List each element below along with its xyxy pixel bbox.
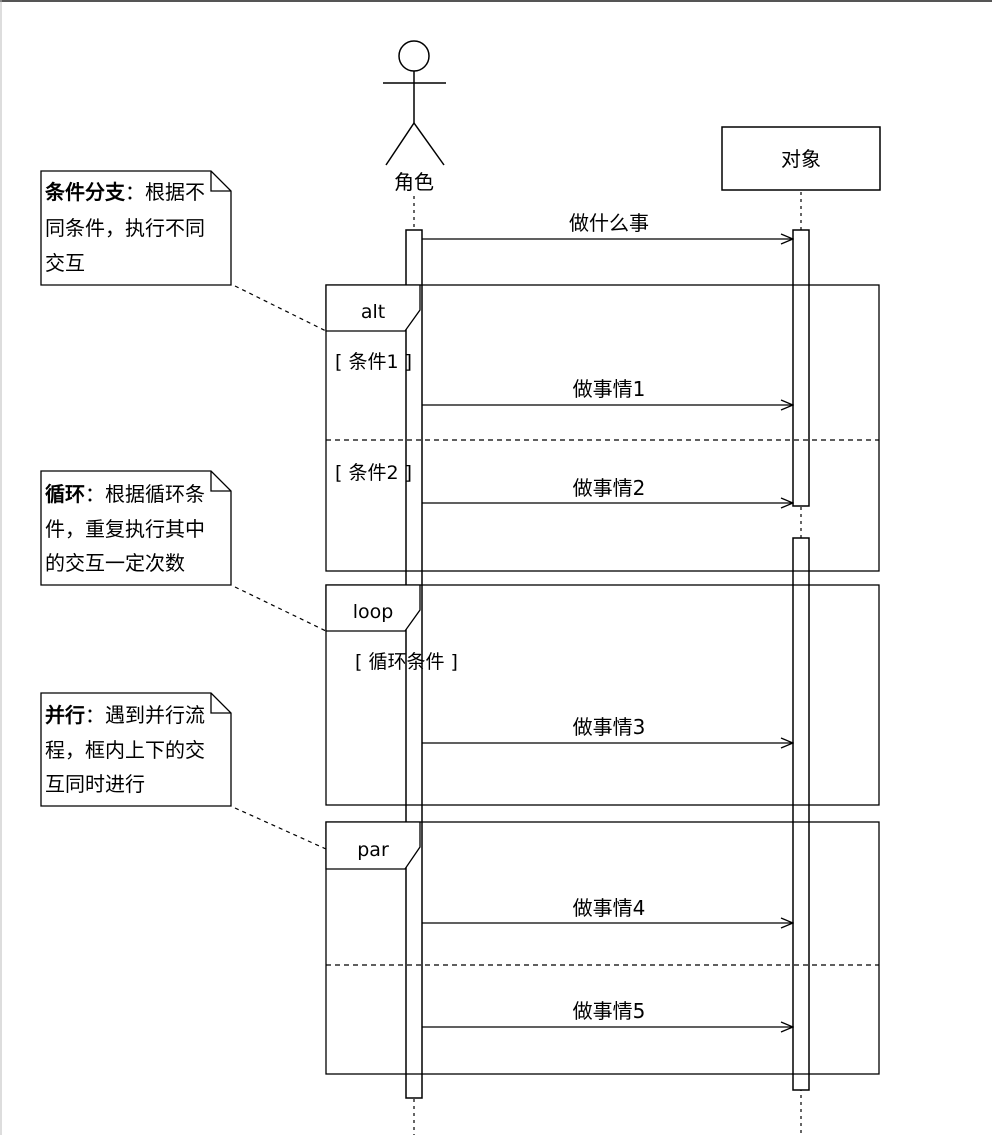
- loop-fragment-frame: [325, 584, 880, 806]
- alt-operator-tab: [325, 284, 421, 332]
- note-par-line-3: 互同时进行: [45, 772, 145, 796]
- note-alt-line-2: 同条件，执行不同: [45, 216, 205, 240]
- message-label-1: 做事情1: [573, 377, 646, 401]
- message-label-4: 做事情4: [573, 896, 646, 920]
- message-label-2: 做事情2: [573, 476, 646, 500]
- object-activation-bar-1: [792, 229, 810, 507]
- actor-label: 角色: [394, 170, 434, 194]
- note-loop-box: [40, 470, 232, 586]
- actor-left-leg: [385, 122, 415, 166]
- alt-operator-label: alt: [361, 301, 385, 323]
- note-par-keyword: 并行: [45, 703, 85, 727]
- par-fragment-frame: [325, 821, 880, 1075]
- note-loop-line-2: 件，重复执行其中: [45, 517, 205, 541]
- alt-fragment: alt [ 条件1 ] [ 条件2 ]: [325, 284, 880, 572]
- actor-figure: [383, 40, 446, 166]
- message-label-5: 做事情5: [573, 999, 646, 1023]
- note-par-fold: [210, 693, 231, 714]
- note-alt-connector: [234, 285, 327, 332]
- object-activation-bar-2: [792, 537, 810, 1091]
- note-alt-line1-rest: ：根据不: [125, 180, 205, 204]
- note-alt-keyword: 条件分支: [45, 180, 126, 204]
- note-par-line-1: 并行：遇到并行流: [45, 703, 205, 727]
- message-label-3: 做事情3: [573, 715, 646, 739]
- note-alt-fold: [210, 171, 231, 192]
- message-label-0: 做什么事: [569, 211, 649, 235]
- note-par-box: [40, 692, 232, 807]
- note-loop-keyword: 循环: [45, 482, 85, 506]
- note-alt: 条件分支：根据不 同条件，执行不同 交互: [40, 170, 327, 332]
- note-par-line1-rest: ：遇到并行流: [85, 703, 205, 727]
- alt-guard-1: [ 条件1 ]: [335, 351, 412, 373]
- loop-fragment: loop [ 循环条件 ]: [325, 584, 880, 806]
- par-operator-label: par: [357, 839, 389, 861]
- note-alt-box: [40, 170, 232, 286]
- note-loop-line-1: 循环：根据循环条: [45, 482, 205, 506]
- actor-head: [398, 40, 430, 72]
- note-loop-fold: [210, 471, 231, 492]
- actor-right-leg: [413, 122, 445, 166]
- par-fragment: par: [325, 821, 880, 1075]
- note-loop-line1-rest: ：根据循环条: [85, 482, 205, 506]
- note-loop-line-3: 的交互一定次数: [45, 551, 185, 575]
- note-par-connector: [234, 807, 327, 850]
- loop-guard: [ 循环条件 ]: [355, 651, 458, 673]
- note-alt-line-3: 交互: [45, 251, 85, 275]
- actor-activation-bar: [405, 229, 423, 1099]
- note-par-line-2: 程，框内上下的交: [45, 738, 205, 762]
- note-loop-connector: [234, 586, 327, 632]
- alt-fragment-frame: [325, 284, 880, 572]
- loop-operator-label: loop: [353, 601, 394, 623]
- note-loop: 循环：根据循环条 件，重复执行其中 的交互一定次数: [40, 470, 327, 632]
- loop-operator-tab: [325, 584, 421, 632]
- note-alt-line-1: 条件分支：根据不: [45, 180, 205, 204]
- alt-guard-2: [ 条件2 ]: [335, 462, 412, 484]
- note-par: 并行：遇到并行流 程，框内上下的交 互同时进行: [40, 692, 327, 850]
- object-label: 对象: [781, 147, 821, 171]
- par-operator-tab: [325, 821, 421, 870]
- object-box: [721, 126, 881, 191]
